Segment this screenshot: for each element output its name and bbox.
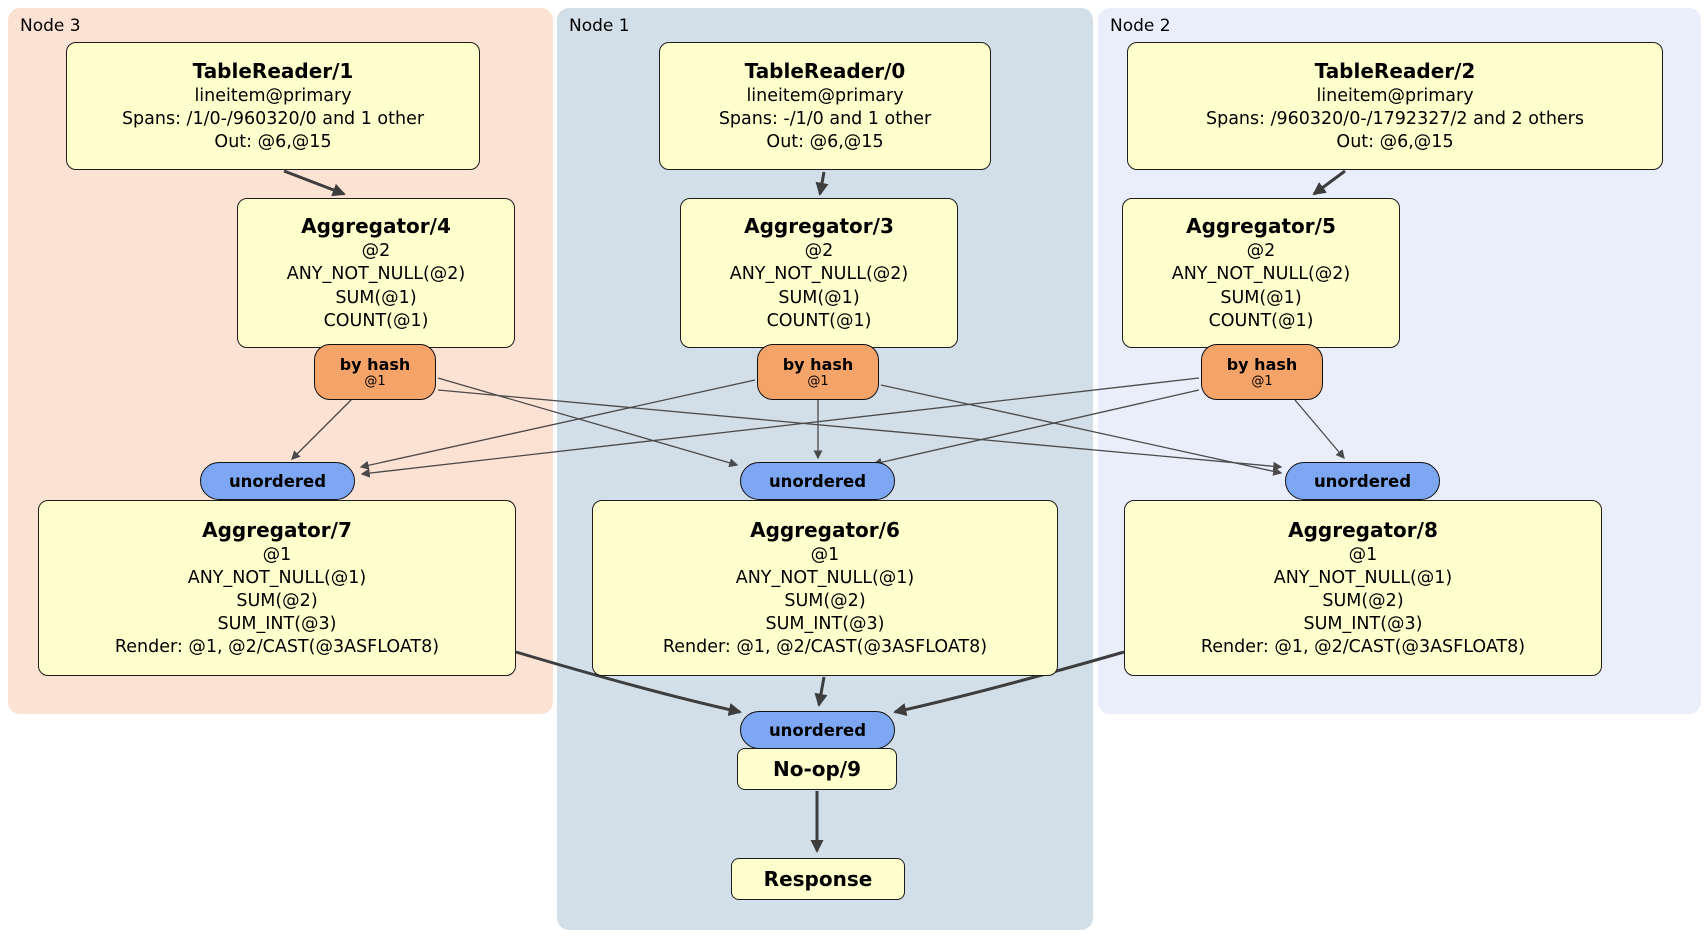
aggregator-4-fn3: COUNT(@1): [323, 310, 429, 331]
tablereader-0-index: lineitem@primary: [746, 85, 904, 106]
response-title: Response: [763, 867, 873, 891]
aggregator-5-node: Aggregator/5 @2 ANY_NOT_NULL(@2) SUM(@1)…: [1122, 198, 1400, 348]
aggregator-3-title: Aggregator/3: [744, 214, 894, 239]
hash-router-node1: by hash @1: [757, 344, 879, 400]
tablereader-2-spans: Spans: /960320/0-/1792327/2 and 2 others: [1205, 108, 1584, 129]
aggregator-3-fn2: SUM(@1): [778, 287, 860, 308]
hash-router-node2-cols: @1: [1251, 373, 1273, 389]
tablereader-2-node: TableReader/2 lineitem@primary Spans: /9…: [1127, 42, 1663, 170]
aggregator-3-node: Aggregator/3 @2 ANY_NOT_NULL(@2) SUM(@1)…: [680, 198, 958, 348]
aggregator-8-render: Render: @1, @2/CAST(@3ASFLOAT8): [1200, 637, 1526, 658]
aggregator-4-groupcols: @2: [361, 241, 391, 262]
noop-9-node: No-op/9: [737, 748, 897, 790]
aggregator-6-title: Aggregator/6: [750, 517, 900, 542]
aggregator-3-fn1: ANY_NOT_NULL(@2): [729, 264, 909, 285]
node2-label: Node 2: [1110, 16, 1171, 36]
unordered-sync-node3: unordered: [200, 462, 355, 500]
aggregator-7-node: Aggregator/7 @1 ANY_NOT_NULL(@1) SUM(@2)…: [38, 500, 516, 676]
aggregator-8-fn3: SUM_INT(@3): [1303, 614, 1423, 635]
node1-label: Node 1: [569, 16, 630, 36]
aggregator-8-fn1: ANY_NOT_NULL(@1): [1273, 567, 1453, 588]
hash-router-node3-label: by hash: [339, 354, 411, 374]
unordered-sync-node1: unordered: [740, 462, 895, 500]
unordered-sync-final-label: unordered: [768, 720, 867, 740]
aggregator-5-title: Aggregator/5: [1186, 214, 1336, 239]
tablereader-0-node: TableReader/0 lineitem@primary Spans: -/…: [659, 42, 991, 170]
tablereader-1-node: TableReader/1 lineitem@primary Spans: /1…: [66, 42, 480, 170]
hash-router-node3-cols: @1: [364, 373, 386, 389]
hash-router-node3: by hash @1: [314, 344, 436, 400]
aggregator-6-fn2: SUM(@2): [784, 590, 866, 611]
aggregator-7-fn3: SUM_INT(@3): [217, 614, 337, 635]
tablereader-0-spans: Spans: -/1/0 and 1 other: [718, 108, 932, 129]
aggregator-7-groupcols: @1: [262, 544, 292, 565]
aggregator-3-groupcols: @2: [804, 241, 834, 262]
noop-9-title: No-op/9: [772, 757, 862, 781]
tablereader-1-out: Out: @6,@15: [214, 132, 332, 153]
hash-router-node1-label: by hash: [782, 354, 854, 374]
aggregator-6-render: Render: @1, @2/CAST(@3ASFLOAT8): [662, 637, 988, 658]
aggregator-4-title: Aggregator/4: [301, 214, 451, 239]
aggregator-7-render: Render: @1, @2/CAST(@3ASFLOAT8): [114, 637, 440, 658]
aggregator-6-node: Aggregator/6 @1 ANY_NOT_NULL(@1) SUM(@2)…: [592, 500, 1058, 676]
aggregator-7-title: Aggregator/7: [202, 517, 352, 542]
aggregator-5-groupcols: @2: [1246, 241, 1276, 262]
tablereader-2-out: Out: @6,@15: [1336, 132, 1454, 153]
aggregator-7-fn2: SUM(@2): [236, 590, 318, 611]
tablereader-1-title: TableReader/1: [192, 58, 354, 83]
response-node: Response: [731, 858, 905, 900]
aggregator-8-title: Aggregator/8: [1288, 517, 1438, 542]
unordered-sync-node2: unordered: [1285, 462, 1440, 500]
unordered-sync-node3-label: unordered: [228, 471, 327, 491]
hash-router-node2: by hash @1: [1201, 344, 1323, 400]
aggregator-3-fn3: COUNT(@1): [766, 310, 872, 331]
aggregator-5-fn2: SUM(@1): [1220, 287, 1302, 308]
unordered-sync-node1-label: unordered: [768, 471, 867, 491]
aggregator-8-fn2: SUM(@2): [1322, 590, 1404, 611]
aggregator-4-fn2: SUM(@1): [335, 287, 417, 308]
aggregator-5-fn1: ANY_NOT_NULL(@2): [1171, 264, 1351, 285]
hash-router-node1-cols: @1: [807, 373, 829, 389]
unordered-sync-node2-label: unordered: [1313, 471, 1412, 491]
aggregator-6-fn1: ANY_NOT_NULL(@1): [735, 567, 915, 588]
aggregator-6-groupcols: @1: [810, 544, 840, 565]
aggregator-5-fn3: COUNT(@1): [1208, 310, 1314, 331]
unordered-sync-final: unordered: [740, 711, 895, 749]
tablereader-0-out: Out: @6,@15: [766, 132, 884, 153]
tablereader-0-title: TableReader/0: [744, 58, 906, 83]
aggregator-8-node: Aggregator/8 @1 ANY_NOT_NULL(@1) SUM(@2)…: [1124, 500, 1602, 676]
aggregator-4-fn1: ANY_NOT_NULL(@2): [286, 264, 466, 285]
hash-router-node2-label: by hash: [1226, 354, 1298, 374]
tablereader-1-spans: Spans: /1/0-/960320/0 and 1 other: [121, 108, 425, 129]
node3-label: Node 3: [20, 16, 81, 36]
aggregator-8-groupcols: @1: [1348, 544, 1378, 565]
aggregator-6-fn3: SUM_INT(@3): [765, 614, 885, 635]
tablereader-2-index: lineitem@primary: [1316, 85, 1474, 106]
tablereader-1-index: lineitem@primary: [194, 85, 352, 106]
aggregator-7-fn1: ANY_NOT_NULL(@1): [187, 567, 367, 588]
aggregator-4-node: Aggregator/4 @2 ANY_NOT_NULL(@2) SUM(@1)…: [237, 198, 515, 348]
tablereader-2-title: TableReader/2: [1314, 58, 1476, 83]
